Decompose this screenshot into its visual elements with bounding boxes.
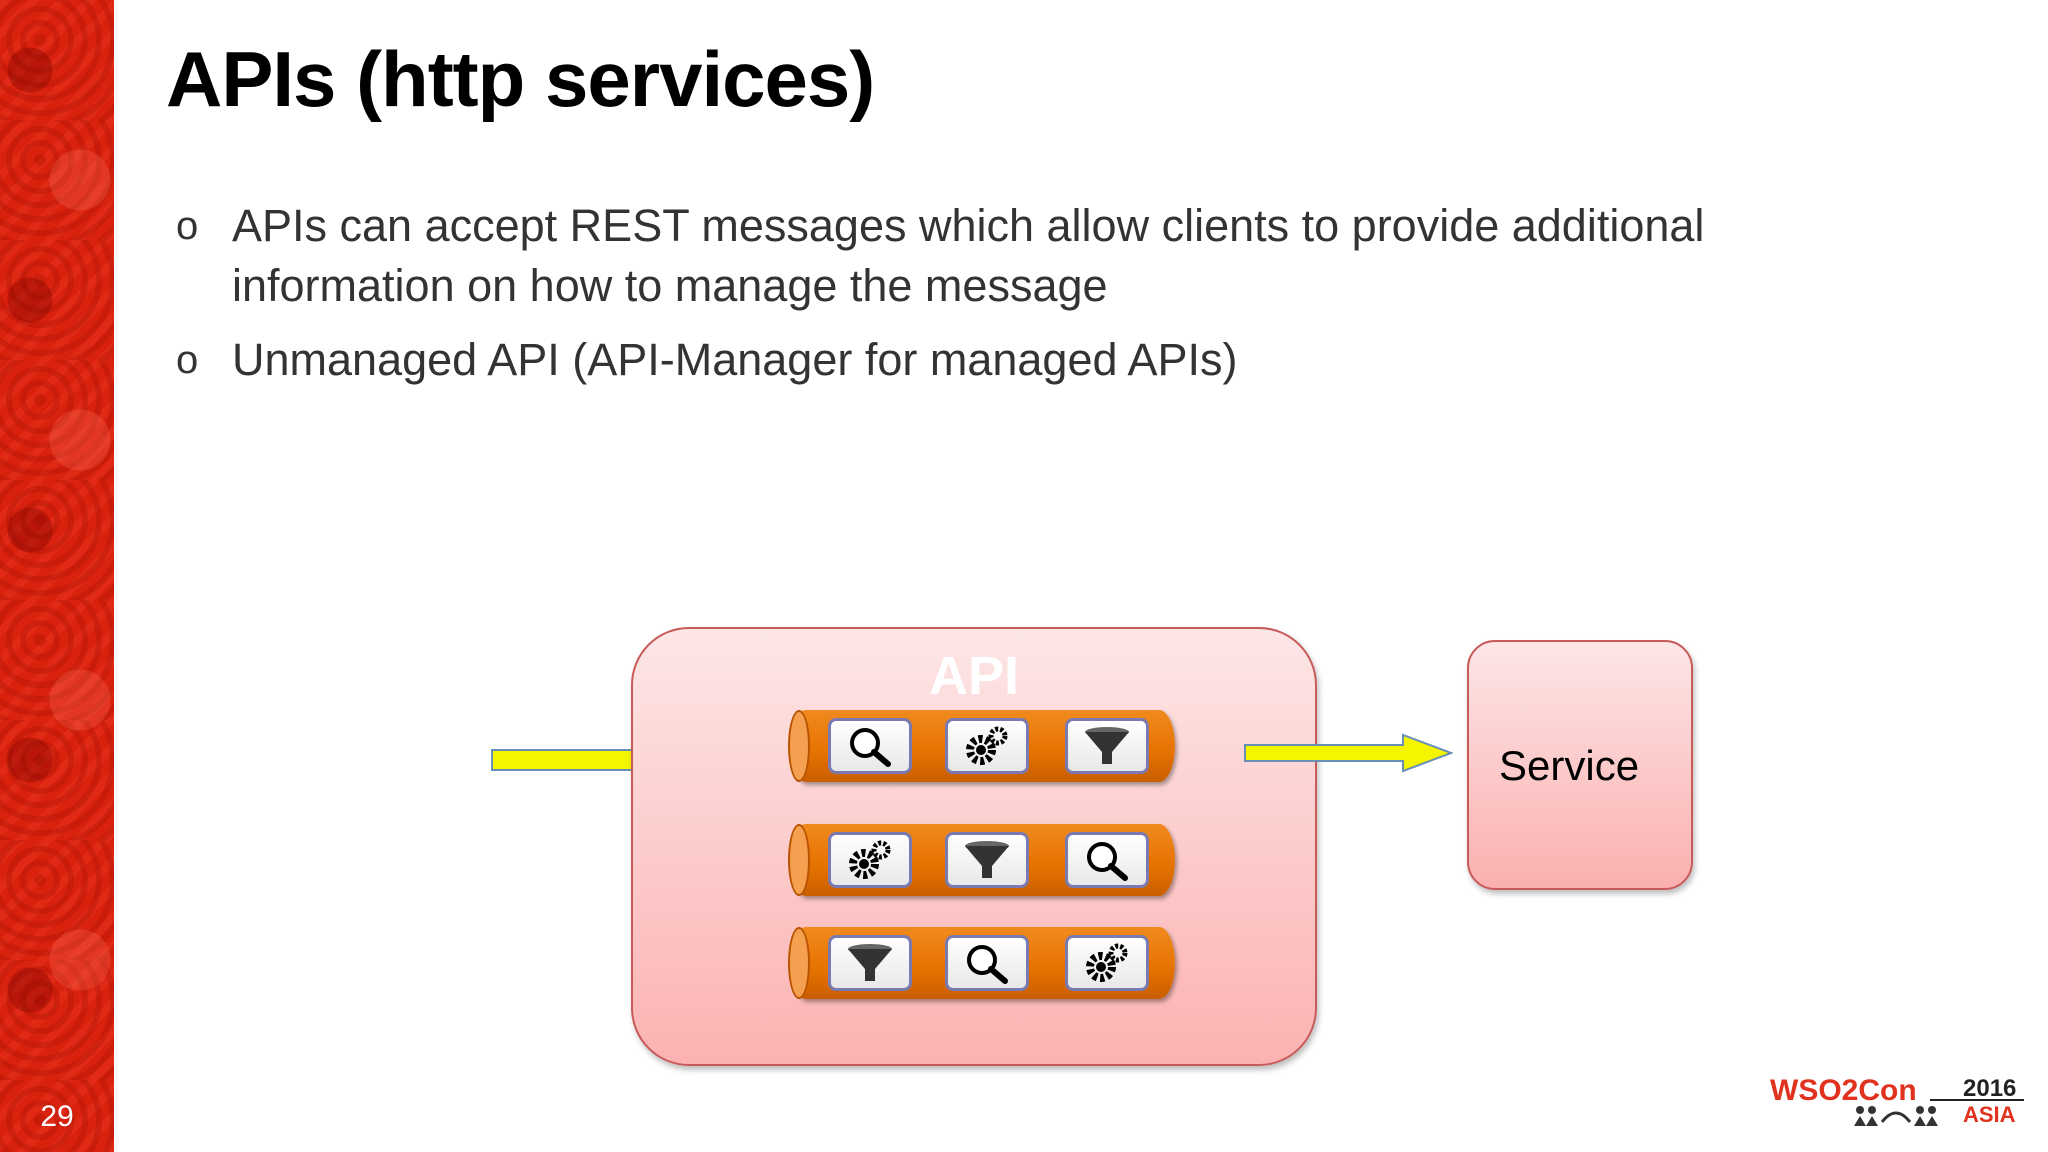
gears-icon	[828, 832, 912, 888]
funnel-icon	[1065, 718, 1149, 774]
wso2con-logo: WSO2Con 2016 ASIA	[1770, 1074, 2024, 1127]
bullet-list: o APIs can accept REST messages which al…	[176, 196, 1776, 404]
slide-number: 29	[40, 1100, 74, 1133]
funnel-icon	[945, 832, 1029, 888]
search-icon	[945, 935, 1029, 991]
mediation-pipe	[788, 927, 1175, 999]
bullet-text: Unmanaged API (API-Manager for managed A…	[232, 334, 1238, 385]
bullet-text: APIs can accept REST messages which allo…	[232, 200, 1705, 311]
logo-text: WSO2Con	[1770, 1074, 1917, 1107]
search-icon	[828, 718, 912, 774]
decorative-side-band	[0, 0, 114, 1152]
gears-icon	[1065, 935, 1149, 991]
funnel-icon	[828, 935, 912, 991]
gears-icon	[945, 718, 1029, 774]
slide-title: APIs (http services)	[166, 35, 875, 123]
bullet-marker: o	[176, 204, 199, 248]
mediation-pipe	[788, 710, 1175, 782]
bullet-item: o APIs can accept REST messages which al…	[176, 196, 1776, 316]
service-label: Service	[1499, 742, 1640, 789]
search-icon	[1065, 832, 1149, 888]
bullet-item: o Unmanaged API (API-Manager for managed…	[176, 330, 1776, 390]
people-icon	[1854, 1106, 1938, 1126]
service-box: Service	[1467, 640, 1693, 890]
output-arrow	[1244, 733, 1453, 773]
logo-region: ASIA	[1963, 1102, 2016, 1127]
api-label: API	[928, 646, 1020, 706]
logo-year: 2016	[1963, 1075, 2016, 1102]
mediation-pipe	[788, 824, 1175, 896]
bullet-marker: o	[176, 338, 199, 382]
